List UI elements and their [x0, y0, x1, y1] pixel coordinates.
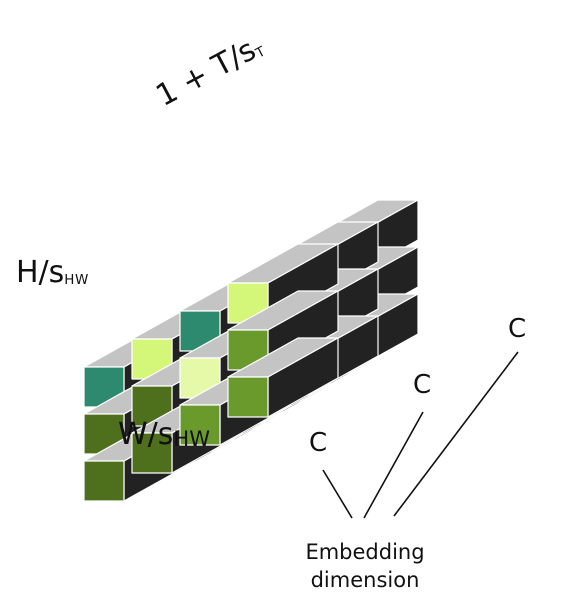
embedding-label-line2: dimension [310, 568, 420, 592]
token-bar [227, 243, 339, 324]
token-bars [83, 199, 419, 502]
channel-label-2: C [413, 370, 432, 400]
height-axis-label: H/sHW [16, 255, 89, 290]
bar-front-face [131, 432, 173, 474]
bar-front-face [83, 460, 125, 502]
embedding-pointer-lines [322, 351, 519, 519]
pointer-line-3 [393, 351, 519, 517]
channel-label-3: C [508, 314, 527, 344]
width-axis-label: W/sHW [118, 417, 210, 452]
bar-front-face [179, 404, 221, 446]
pointer-line-2 [363, 411, 424, 519]
token-bar [227, 337, 339, 418]
channel-label-1: C [309, 428, 328, 458]
embedding-dimension-label: Embedding dimension [270, 538, 460, 594]
pointer-line-1 [322, 469, 353, 519]
bar-front-face [227, 376, 269, 418]
embedding-label-line1: Embedding [305, 540, 425, 564]
